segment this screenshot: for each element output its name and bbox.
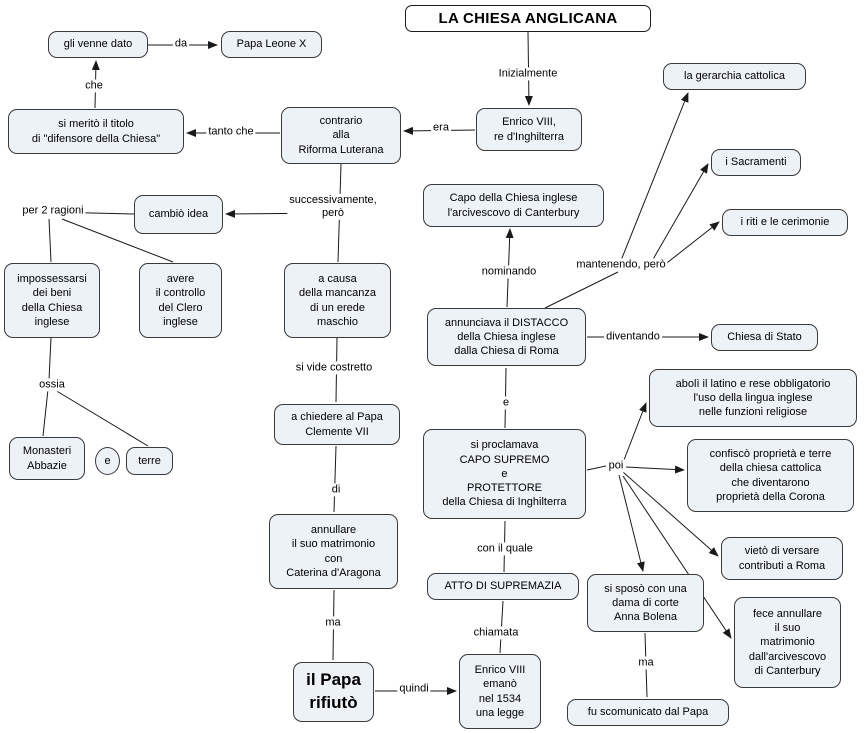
edge-mantenendo-sacramenti	[647, 163, 709, 269]
edge-ossia-down	[48, 337, 52, 381]
concept-vieto-contributi[interactable]: vietò di versare contributi a Roma	[721, 537, 843, 580]
concept-si-merito-titolo[interactable]: si meritò il titolo di "difensore della …	[8, 109, 184, 154]
link-label-quindi[interactable]: quindi	[397, 682, 431, 696]
link-label-diventando[interactable]: diventando	[604, 330, 662, 344]
concept-chiesa-di-stato[interactable]: Chiesa di Stato	[711, 324, 818, 351]
link-label-ma-2[interactable]: ma	[636, 656, 656, 670]
edge-mantenendo-base	[544, 271, 619, 309]
edge-ossia-terre	[54, 389, 149, 447]
edge-poi-vieto	[622, 471, 719, 557]
link-label-e[interactable]: e	[500, 396, 512, 410]
edge-mantenendo-riti	[662, 221, 720, 267]
link-label-chiamata[interactable]: chiamata	[471, 626, 521, 640]
link-label-nominando[interactable]: nominando	[479, 265, 539, 279]
link-label-per-2-ragioni[interactable]: per 2 ragioni	[20, 204, 86, 218]
concept-monasteri-abbazie[interactable]: Monasteri Abbazie	[9, 437, 85, 480]
edge-mantenendo-gerarchia	[617, 92, 689, 269]
concept-sacramenti[interactable]: i Sacramenti	[711, 149, 801, 176]
concept-aboli-latino[interactable]: abolì il latino e rese obbligatorio l'us…	[649, 369, 857, 427]
concept-contrario-riforma[interactable]: contrario alla Riforma Luterana	[281, 107, 401, 164]
edge-poi-confisco	[625, 465, 685, 474]
link-label-mantenendo-pero[interactable]: mantenendo, però	[574, 258, 668, 272]
link-label-si-vide-costretto[interactable]: si vide costretto	[293, 361, 375, 375]
link-label-inizialmente[interactable]: Inizialmente	[496, 67, 560, 81]
concept-fu-scomunicato[interactable]: fu scomunicato dal Papa	[567, 699, 729, 726]
edge-poi-base	[586, 465, 607, 471]
link-label-di[interactable]: di	[329, 483, 343, 497]
concept-terre[interactable]: terre	[126, 447, 173, 475]
concept-confisco-proprieta[interactable]: confiscò proprietà e terre della chiesa …	[687, 439, 854, 512]
concept-annullare-matrimonio[interactable]: annullare il suo matrimonio con Caterina…	[269, 514, 398, 589]
link-label-ossia[interactable]: ossia	[37, 378, 67, 392]
edge-poi-sposo	[618, 474, 645, 572]
edge-poi-aboli	[623, 402, 647, 461]
edge-poi-fece-annullare	[622, 475, 732, 639]
concept-atto-di-supremazia[interactable]: ATTO DI SUPREMAZIA	[427, 573, 579, 600]
concept-annunciava-distacco[interactable]: annunciava il DISTACCO della Chiesa ingl…	[427, 308, 586, 366]
link-label-da[interactable]: da	[172, 37, 190, 51]
link-label-tanto-che[interactable]: tanto che	[206, 125, 256, 139]
map-title[interactable]: LA CHIESA ANGLICANA	[405, 5, 651, 32]
concept-enrico-viii-re[interactable]: Enrico VIII, re d'Inghilterra	[476, 108, 582, 151]
edge-di	[333, 445, 337, 513]
link-label-era[interactable]: era	[431, 121, 451, 135]
concept-impossessarsi-beni[interactable]: impossessarsi dei beni della Chiesa ingl…	[4, 263, 100, 338]
concept-cambio-idea[interactable]: cambiò idea	[134, 195, 223, 234]
link-label-con-il-quale[interactable]: con il quale	[475, 542, 535, 556]
concept-papa-rifiuto[interactable]: il Papa rifiutò	[293, 662, 374, 722]
concept-riti-cerimonie[interactable]: i riti e le cerimonie	[722, 209, 848, 236]
link-label-successivamente-pero[interactable]: successivamente, però	[287, 193, 379, 221]
concept-a-causa-erede[interactable]: a causa della mancanza di un erede masch…	[284, 263, 391, 338]
concept-capo-chiesa-inglese[interactable]: Capo della Chiesa inglese l'arcivescovo …	[423, 184, 604, 227]
concept-sposo-anna-bolena[interactable]: si sposò con una dama di corte Anna Bole…	[587, 574, 704, 632]
edge-per2-avere	[61, 218, 174, 263]
concept-gerarchia-cattolica[interactable]: la gerarchia cattolica	[663, 63, 806, 90]
concept-gli-venne-dato[interactable]: gli venne dato	[48, 31, 148, 58]
concept-avere-controllo-clero[interactable]: avere il controllo del Clero inglese	[139, 263, 222, 338]
link-label-che[interactable]: che	[83, 79, 105, 93]
link-label-ma-1[interactable]: ma	[323, 616, 343, 630]
link-label-poi[interactable]: poi	[606, 459, 626, 473]
concept-fece-annullare-matrimonio[interactable]: fece annullare il suo matrimonio dall'ar…	[734, 597, 841, 688]
concept-enrico-emano-legge[interactable]: Enrico VIII emanò nel 1534 una legge	[459, 654, 541, 729]
concept-chiedere-papa-clemente[interactable]: a chiedere al Papa Clemente VII	[274, 404, 400, 445]
concept-proclamava-capo-supremo[interactable]: si proclamava CAPO SUPREMO e PROTETTORE …	[423, 429, 586, 519]
edge-per2-impossessarsi	[48, 218, 52, 263]
concept-papa-leone-x[interactable]: Papa Leone X	[221, 31, 322, 58]
concept-e-connector[interactable]: e	[95, 447, 120, 475]
